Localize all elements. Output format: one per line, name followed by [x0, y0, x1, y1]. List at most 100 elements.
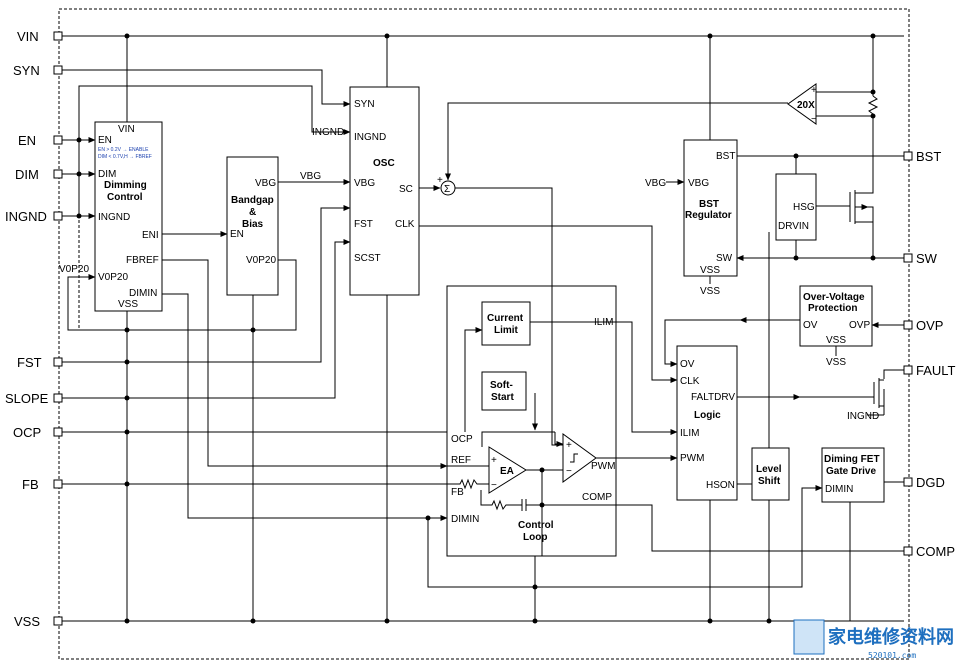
pin-vin[interactable]: VIN — [17, 29, 63, 44]
svg-text:−: − — [491, 480, 497, 491]
pin-fault[interactable]: FAULT — [903, 363, 956, 378]
v0p20-wire-label: V0P20 — [59, 264, 89, 275]
pin-vss[interactable]: VSS — [14, 614, 63, 629]
ovp-block: Over-Voltage Protection OV OVP VSS — [799, 285, 873, 347]
ilim-wire-label: ILIM — [594, 317, 613, 328]
svg-text:−: − — [566, 466, 572, 477]
logic-pwm-label: PWM — [680, 453, 704, 464]
dim-en-label: EN — [98, 135, 112, 146]
left-pins: VIN SYN EN DIM INGND FST SLOPE OCP FB VS… — [5, 29, 63, 629]
bandgap-amp: & — [249, 207, 256, 218]
osc-fst-label: FST — [354, 219, 373, 230]
ovp-ov-label: OV — [803, 320, 818, 331]
cl-title: Control — [518, 520, 554, 531]
bst-title: BST — [699, 199, 719, 210]
bandgap-bias: Bias — [242, 219, 264, 230]
ovp-vss-ground-label: VSS — [826, 357, 846, 368]
pwm-comparator: + − — [562, 433, 597, 483]
pin-ocp[interactable]: OCP — [13, 425, 63, 440]
cl-ocp-label: OCP — [451, 434, 473, 445]
dgd-block: Diming FET Gate Drive DIMIN — [821, 447, 885, 503]
chip-boundary — [58, 8, 910, 660]
bst-regulator-block: VBG BST BST Regulator SW VSS — [683, 139, 738, 277]
pin-comp-label: COMP — [916, 544, 955, 559]
osc-sc-label: SC — [399, 184, 413, 195]
bst-title2: Regulator — [685, 210, 732, 221]
osc-block: SYN INGND OSC VBG SC FST CLK SCST — [349, 86, 420, 296]
pin-fb[interactable]: FB — [22, 477, 63, 492]
dim-dim-label: DIM — [98, 169, 116, 180]
current-limit-l1: Current — [487, 313, 524, 324]
soft-start-l1: Soft- — [490, 380, 513, 391]
high-side-driver-block: HSG DRVIN — [775, 173, 817, 241]
vbg-wire-label: VBG — [300, 171, 321, 182]
dim-v0p20-label: V0P20 — [98, 272, 128, 283]
pin-ovp-label: OVP — [916, 318, 943, 333]
pin-dgd[interactable]: DGD — [903, 475, 945, 490]
bandgap-title: Bandgap — [231, 195, 274, 206]
dgd-l2: Gate Drive — [826, 466, 876, 477]
pin-syn[interactable]: SYN — [13, 63, 63, 78]
watermark: 家电维修资料网 520101.com — [793, 619, 954, 660]
pin-slope-label: SLOPE — [5, 391, 49, 406]
bst-vbg-label: VBG — [688, 178, 709, 189]
logic-block: OV CLK FALTDRV Logic ILIM PWM HSON — [676, 345, 738, 501]
pin-fst[interactable]: FST — [17, 355, 63, 370]
current-limit-block: Current Limit — [481, 301, 531, 346]
bst-sw-label: SW — [716, 253, 733, 264]
pin-fault-label: FAULT — [916, 363, 956, 378]
pin-comp[interactable]: COMP — [903, 544, 955, 559]
dim-vss-label: VSS — [118, 299, 138, 310]
pin-bst-label: BST — [916, 149, 941, 164]
ovp-ovp-label: OVP — [849, 320, 870, 331]
bst-vss-ground-label: VSS — [700, 286, 720, 297]
bandgap-en-label: EN — [230, 229, 244, 240]
ovp-title2: Protection — [808, 303, 857, 314]
pin-ovp[interactable]: OVP — [903, 318, 943, 333]
pin-slope[interactable]: SLOPE — [5, 391, 63, 406]
pin-sw-label: SW — [916, 251, 938, 266]
logic-faltdrv-label: FALTDRV — [691, 392, 735, 403]
svg-text:+: + — [491, 455, 497, 466]
right-pins: BST SW OVP FAULT DGD COMP — [903, 149, 956, 559]
ovp-vss-label: VSS — [826, 335, 846, 346]
logic-clk-label: CLK — [680, 376, 700, 387]
ingnd-fault-label: INGND — [847, 411, 879, 422]
logic-title: Logic — [694, 410, 721, 421]
osc-vbg-label: VBG — [354, 178, 375, 189]
level-shift-l1: Level — [756, 464, 782, 475]
pin-sw[interactable]: SW — [903, 251, 938, 266]
cl-pwm-label: PWM — [591, 461, 615, 472]
level-shift-l2: Shift — [758, 476, 781, 487]
dim-ingnd-label: INGND — [98, 212, 130, 223]
svg-text:+: + — [566, 440, 572, 451]
svg-text:−: − — [811, 114, 817, 125]
cl-title2: Loop — [523, 532, 547, 543]
dgd-l1: Diming FET — [824, 454, 880, 465]
hsg-label: HSG — [793, 202, 815, 213]
amp20x-label: 20X — [797, 100, 815, 111]
dgd-dimin-label: DIMIN — [825, 484, 853, 495]
dim-note1: EN > 0.2V → ENABLE — [98, 147, 149, 153]
pin-dim[interactable]: DIM — [15, 167, 63, 182]
soft-start-block: Soft- Start — [481, 371, 527, 411]
cl-comp-label: COMP — [582, 492, 612, 503]
pin-ingnd[interactable]: INGND — [5, 209, 63, 224]
high-side-mosfet — [849, 186, 874, 226]
bandgap-block: Bandgap & Bias VBG EN V0P20 — [226, 156, 279, 296]
pin-en[interactable]: EN — [18, 133, 63, 148]
watermark-text: 家电维修资料网 — [828, 626, 954, 648]
ovp-title: Over-Voltage — [803, 292, 865, 303]
ingnd-osc-label: INGND — [312, 127, 344, 138]
osc-clk-label: CLK — [395, 219, 415, 230]
ea-label: EA — [500, 466, 514, 477]
dim-vin-label: VIN — [118, 124, 135, 135]
pin-vin-label: VIN — [17, 29, 39, 44]
osc-scst-label: SCST — [354, 253, 381, 264]
cl-dimin-label: DIMIN — [451, 514, 479, 525]
pin-bst[interactable]: BST — [903, 149, 941, 164]
dim-title2: Control — [107, 192, 143, 203]
drvin-label: DRVIN — [778, 221, 809, 232]
svg-text:+: + — [437, 175, 443, 186]
